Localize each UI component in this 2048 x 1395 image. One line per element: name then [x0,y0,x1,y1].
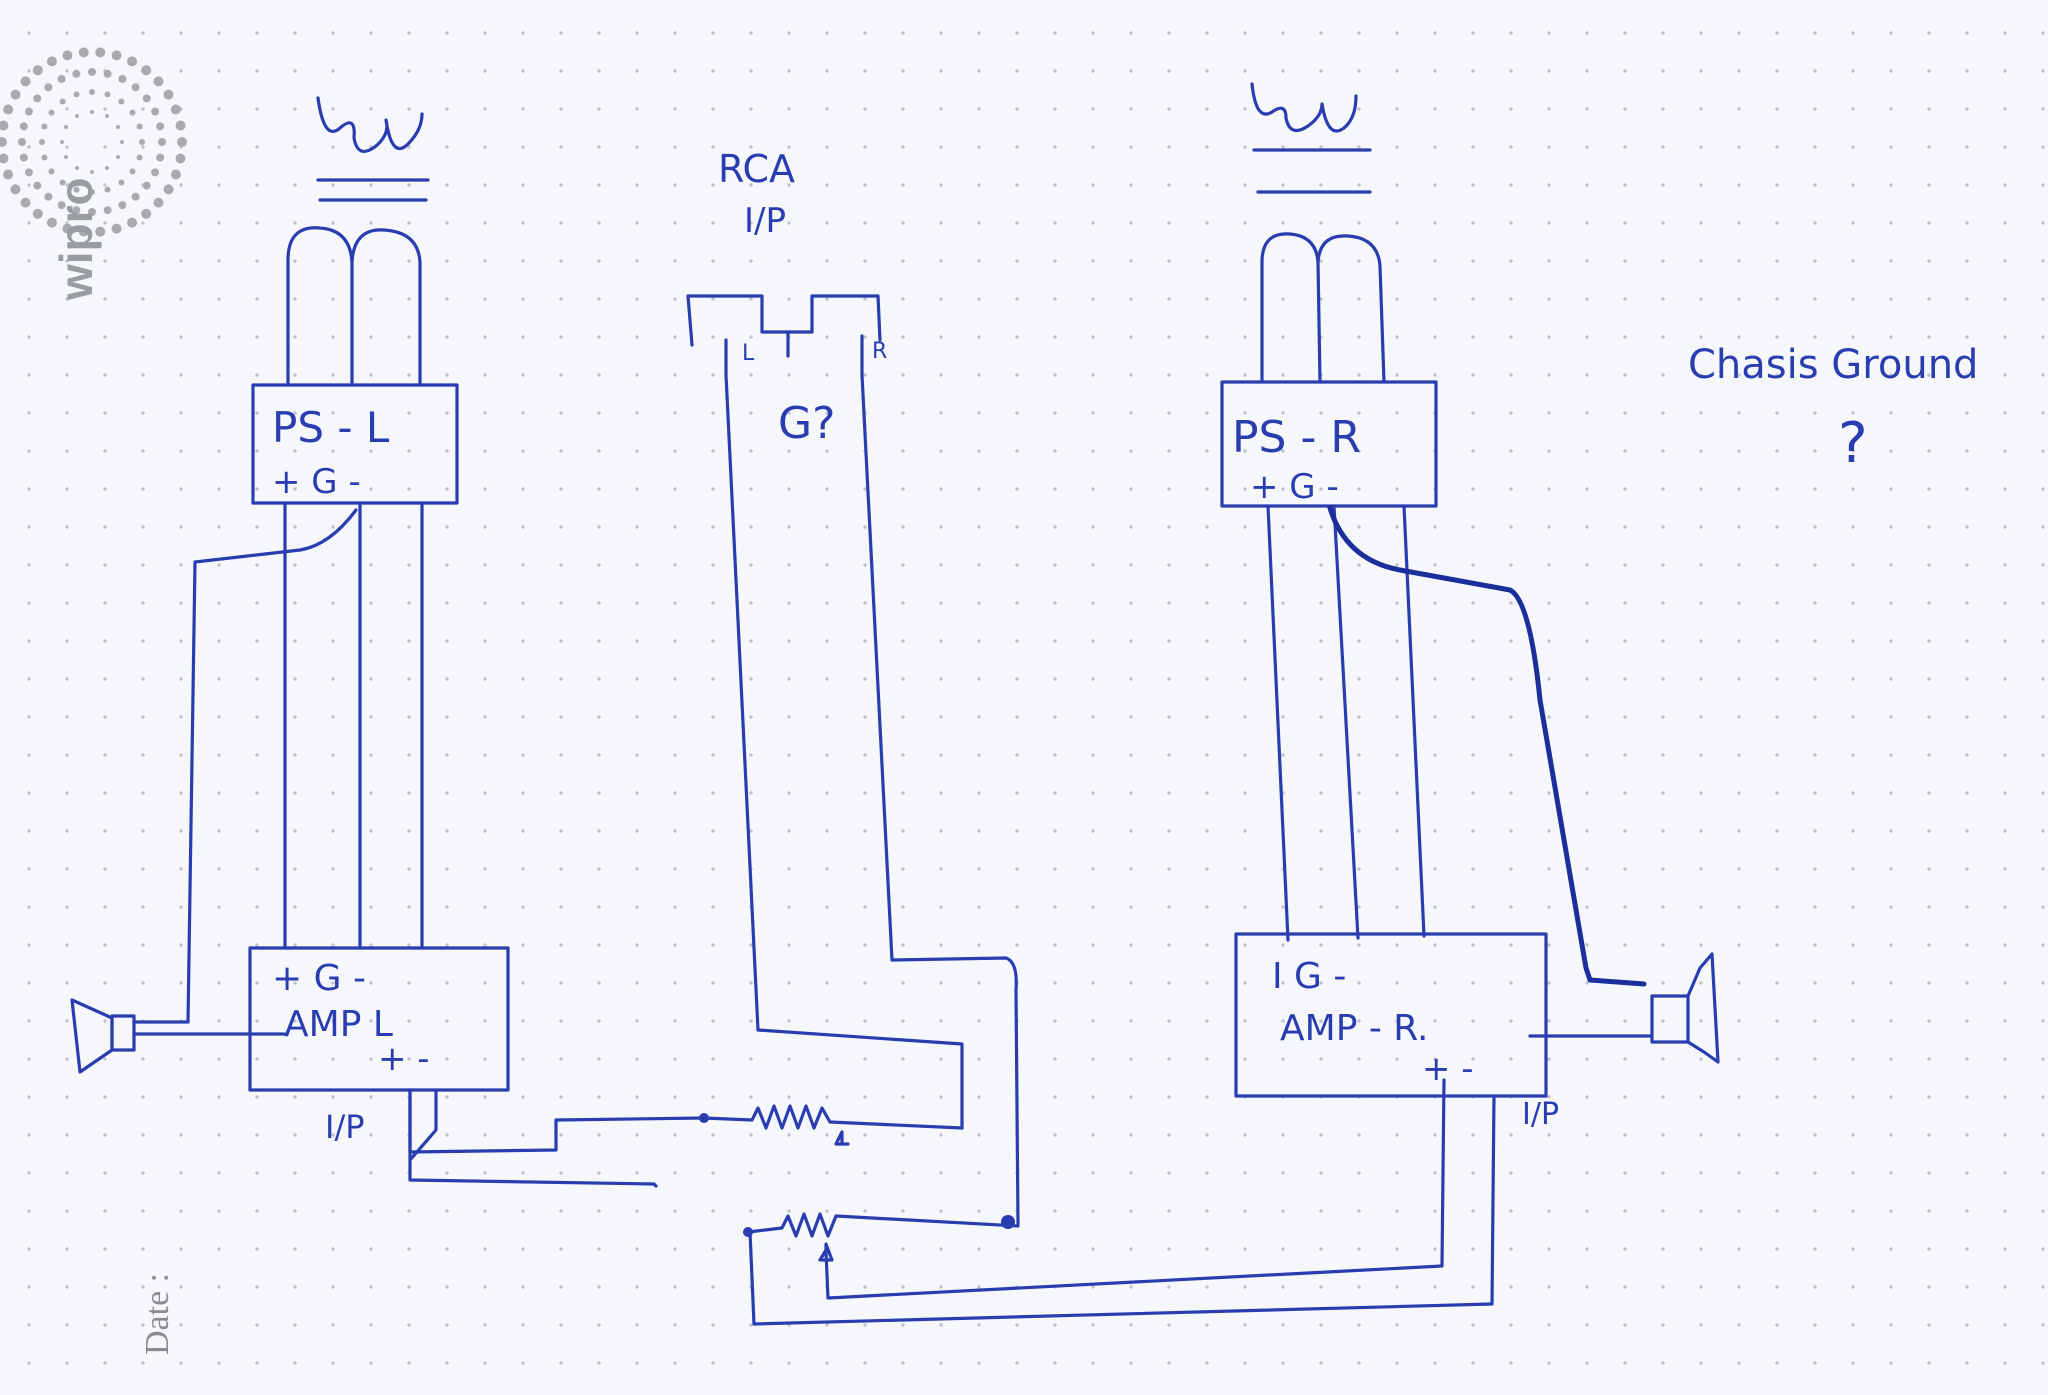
transformer-right [1250,82,1386,384]
ps-left-pins: + G - [272,462,361,502]
transformer-right-winding-2 [1316,234,1386,384]
amp-left-input-pins: + - [378,1039,430,1079]
amp-right-label: AMP - R. [1280,1008,1428,1049]
wire-rca-right [860,334,1020,1226]
rca-r-label: R [872,339,887,364]
rca-l-label: L [742,341,755,366]
wire-psr-minus [1402,504,1426,938]
ps-right-pins: + G - [1250,467,1339,507]
rca-title: RCA [718,147,795,191]
amp-left-box: + G - AMP L + - I/P [248,946,510,1146]
rca-subtitle: I/P [744,201,786,241]
chassis-ground-question: ? [1838,411,1868,476]
date-label: Date : [139,1273,176,1355]
amp-right-ip-label: I/P [1522,1097,1559,1132]
amp-left-ip-label: I/P [325,1108,365,1146]
ps-left-box: PS - L + G - [251,383,459,505]
ps-right-box: PS - R + G - [1220,380,1438,508]
amp-left-label: AMP L [284,1004,393,1045]
wire-pot-ampr-plus [824,1078,1446,1300]
rca-ground-label: G? [778,398,835,449]
speaker-left-icon [70,998,286,1074]
wire-rca-left [724,338,964,1130]
chassis-ground-label: Chasis Ground [1688,342,1978,388]
speaker-right-icon [1528,952,1720,1064]
amp-left-pins: + G - [272,958,366,999]
wipro-logo: wipro [0,47,187,301]
wire-psr-ground-speaker [1327,505,1647,987]
potentiometer-upper-icon [699,1104,964,1146]
wire-ampl-input-minus [408,1088,438,1162]
transformer-right-coil-icon [1250,82,1358,133]
transformer-left [286,96,430,387]
wire-psl-ground-speaker [186,508,358,1024]
logo-text: wipro [50,177,102,301]
transformer-left-coil-icon [316,96,424,154]
rca-connector: RCA I/P L R G? [686,147,1020,1226]
potentiometer-lower-icon [743,1078,1496,1326]
wire-ampl-input-plus [408,1088,706,1154]
transformer-left-winding-2 [350,228,422,387]
wire-psr-plus [1266,504,1290,942]
wire-ampl-input-gnd [408,1088,658,1188]
rca-jack-icon [686,294,882,347]
wire-psr-ground [1332,504,1360,940]
amp-right-pins: I G - [1272,956,1346,997]
amp-right-box: I G - AMP - R. + - I/P [1234,932,1559,1132]
ps-right-label: PS - R [1232,412,1361,463]
amp-right-input-pins: + - [1422,1049,1474,1089]
transformer-left-winding-1 [286,226,354,387]
transformer-right-winding-1 [1260,232,1322,384]
ps-left-label: PS - L [272,403,390,452]
wire-pot-ampr-minus [748,1094,1496,1326]
logo-dots-icon [0,47,187,237]
